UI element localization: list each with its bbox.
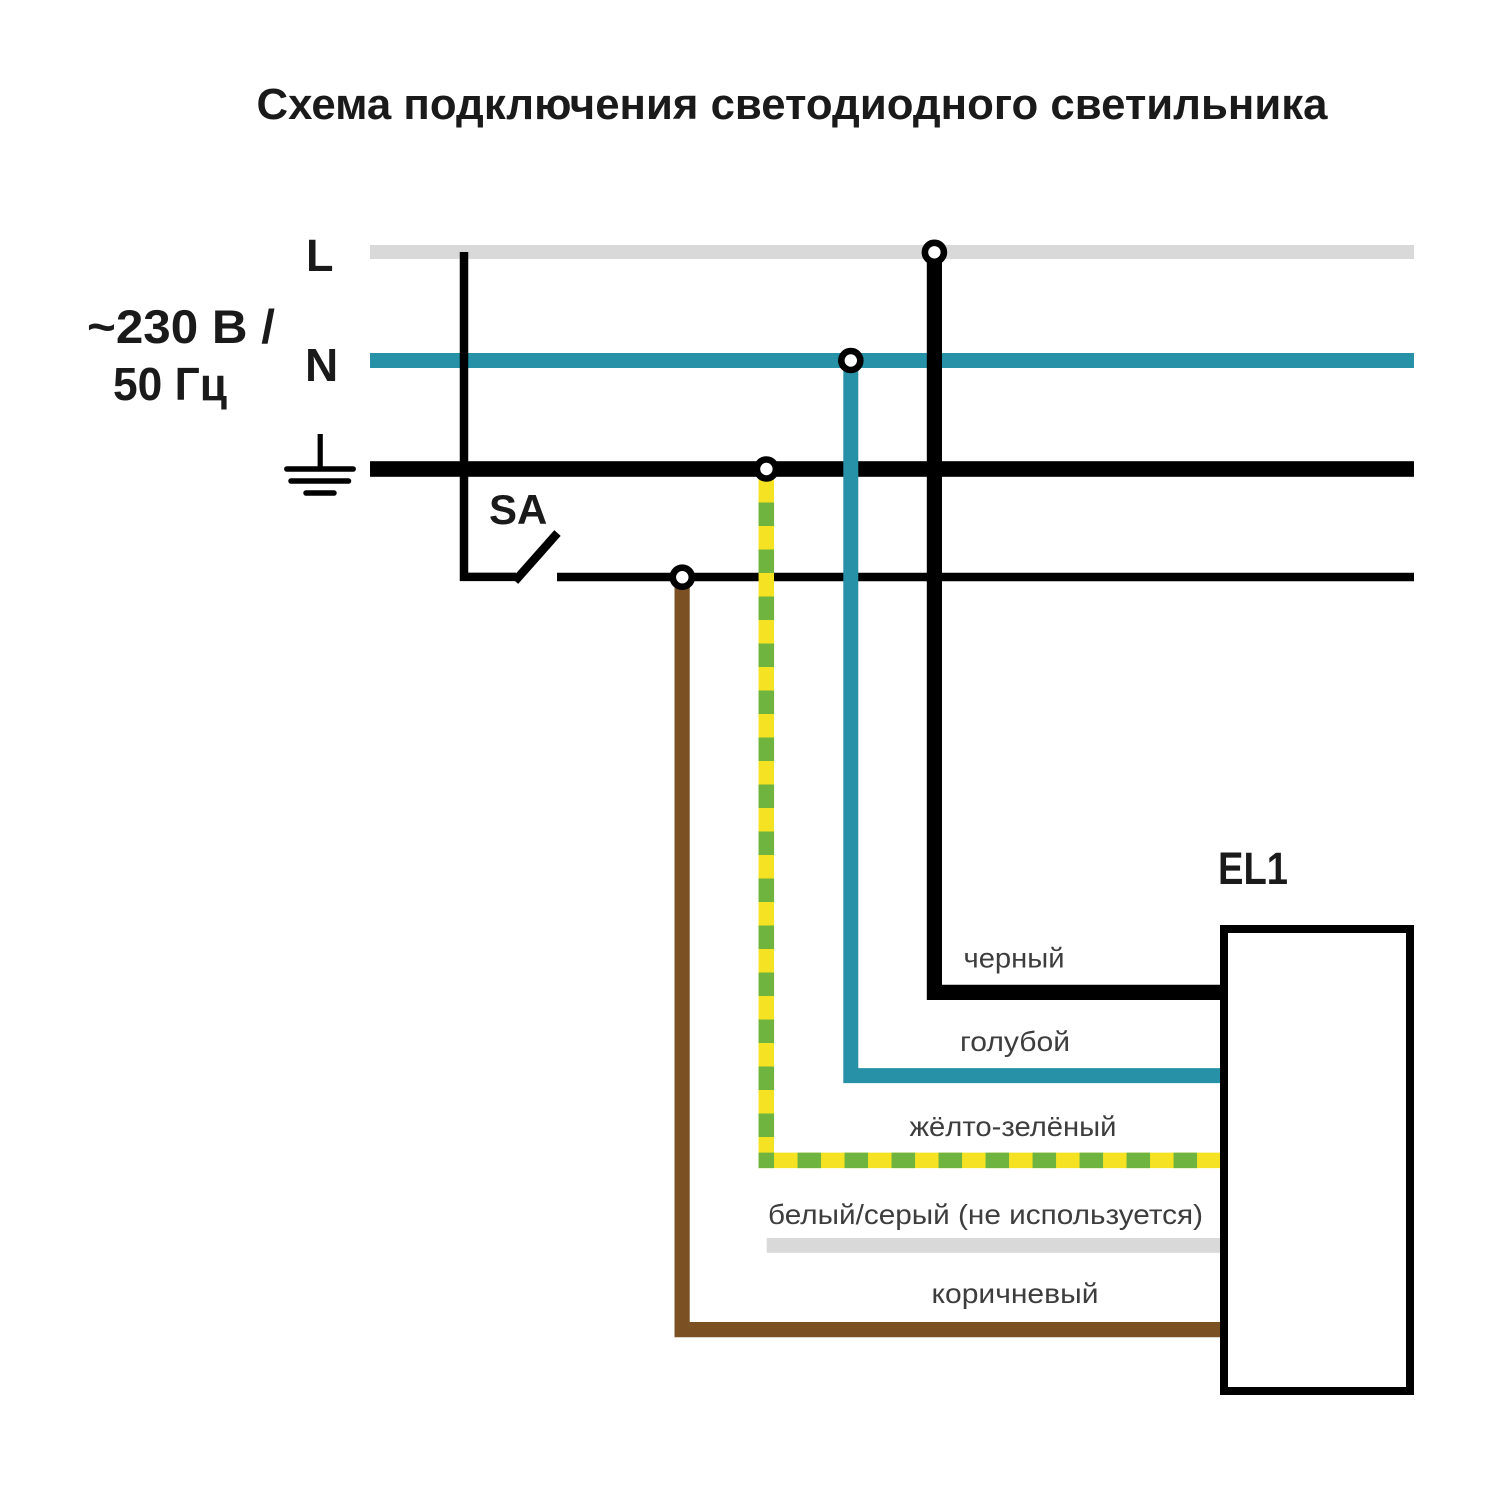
svg-text:голубой: голубой: [960, 1026, 1070, 1057]
svg-text:~230 В /: ~230 В /: [87, 300, 275, 353]
svg-text:Схема подключения светодиодног: Схема подключения светодиодного светильн…: [257, 80, 1329, 129]
svg-text:L: L: [306, 230, 334, 281]
svg-text:белый/серый (не используется): белый/серый (не используется): [768, 1199, 1203, 1230]
svg-text:коричневый: коричневый: [932, 1278, 1099, 1309]
svg-text:черный: черный: [964, 943, 1065, 974]
svg-text:50 Гц: 50 Гц: [113, 358, 227, 410]
svg-text:жёлто-зелёный: жёлто-зелёный: [910, 1111, 1117, 1142]
svg-text:EL1: EL1: [1218, 843, 1288, 894]
svg-text:SA: SA: [489, 486, 547, 533]
svg-text:N: N: [305, 339, 338, 391]
